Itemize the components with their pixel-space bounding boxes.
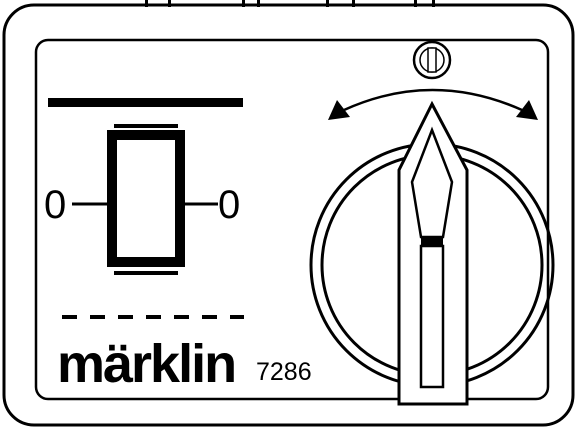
upper-small-bar [114, 124, 178, 128]
brand-logo-text: märklin [57, 334, 235, 394]
left-zero-label: 0 [44, 183, 66, 227]
screw-slot-icon [412, 40, 452, 80]
switch-contact-symbol-icon [48, 98, 244, 319]
switch-body [107, 130, 185, 267]
knob-marker-bar [421, 237, 443, 246]
knob-slot [419, 244, 445, 389]
inner-panel [34, 38, 550, 401]
model-number: 7286 [256, 358, 312, 386]
top-bar [48, 98, 243, 107]
rotary-knob[interactable] [309, 100, 555, 406]
right-zero-label: 0 [218, 183, 240, 227]
outer-housing [2, 3, 575, 427]
double-arrow-arc-icon [328, 88, 538, 120]
lower-small-bar [114, 271, 178, 275]
